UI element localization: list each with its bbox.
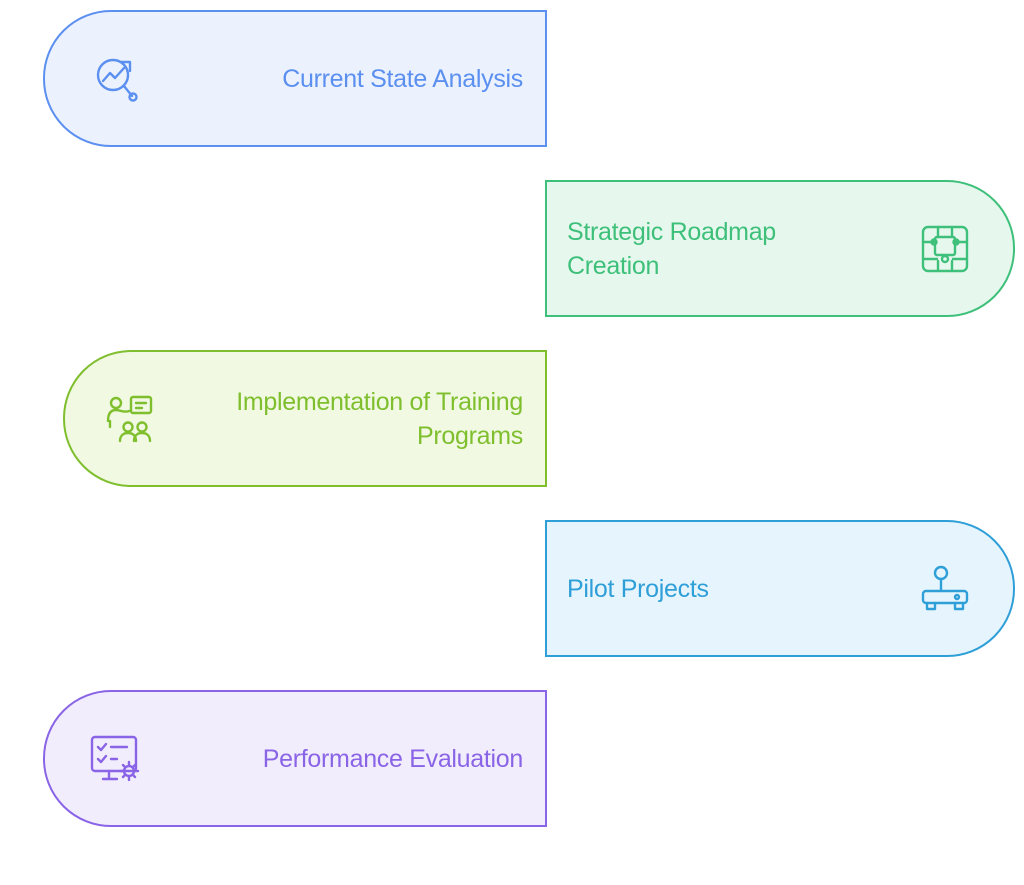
step-label-line: Implementation of Training	[236, 387, 523, 416]
step-label-line: Current State Analysis	[282, 64, 523, 93]
step-strategic-roadmap-creation: Strategic Roadmap Creation	[545, 180, 1015, 317]
step-label: Implementation of Training Programs	[236, 385, 523, 453]
step-current-state-analysis: Current State Analysis	[43, 10, 547, 147]
roadmap-map-icon	[917, 221, 973, 277]
training-presenter-icon	[101, 391, 157, 447]
step-label-line: Strategic Roadmap	[567, 217, 776, 246]
step-label-line: Programs	[417, 421, 523, 450]
step-label: Strategic Roadmap Creation	[567, 215, 776, 283]
step-label: Performance Evaluation	[262, 742, 524, 776]
step-pilot-projects: Pilot Projects	[545, 520, 1015, 657]
step-label-line: Creation	[567, 251, 660, 280]
analysis-magnifier-icon	[87, 51, 143, 107]
step-label: Pilot Projects	[567, 572, 709, 606]
step-label: Current State Analysis	[282, 62, 523, 96]
step-implementation-of-training-programs: Implementation of Training Programs	[63, 350, 547, 487]
joystick-icon	[917, 561, 973, 617]
step-label-line: Performance Evaluation	[262, 744, 524, 773]
step-performance-evaluation: Performance Evaluation	[43, 690, 547, 827]
monitor-settings-icon	[87, 731, 143, 787]
step-label-line: Pilot Projects	[567, 574, 709, 603]
